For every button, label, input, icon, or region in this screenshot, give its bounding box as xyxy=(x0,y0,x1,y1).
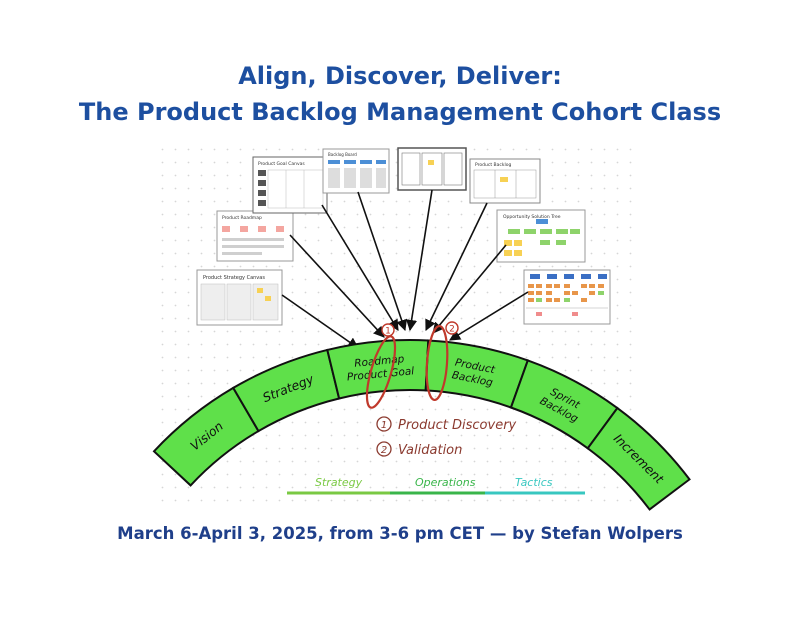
thumbnail-product-roadmap: Product Roadmap xyxy=(216,210,294,262)
thumbnail-title: Product Goal Canvas xyxy=(258,161,305,167)
page-title: Align, Discover, Deliver: The Product Ba… xyxy=(0,58,800,130)
thumbnail-title: Product Roadmap xyxy=(222,215,262,221)
title-line-1: Align, Discover, Deliver: xyxy=(238,62,562,90)
legend-item-validation: 2 Validation xyxy=(376,441,462,458)
timeline-label-operations: Operations xyxy=(415,476,476,489)
thumbnail-title: Opportunity Solution Tree xyxy=(503,214,561,220)
thumbnail-story-map xyxy=(523,269,611,325)
timeline-label-tactics: Tactics xyxy=(515,476,553,489)
svg-text:2: 2 xyxy=(449,325,455,335)
thumbnail-backlog-board: Backlog Board xyxy=(322,148,390,194)
event-details: March 6-April 3, 2025, from 3-6 pm CET —… xyxy=(117,524,683,543)
timeline: Strategy Operations Tactics xyxy=(287,476,585,495)
marker-1: 1 xyxy=(381,323,395,337)
legend-item-discovery: 1 Product Discovery xyxy=(376,416,517,433)
svg-text:2: 2 xyxy=(381,445,387,456)
legend: 1 Product Discovery 2 Validation xyxy=(376,416,517,458)
thumbnail-product-goal-canvas: Product Goal Canvas xyxy=(252,156,328,214)
thumbnail-title: Product Strategy Canvas xyxy=(203,275,265,281)
highlight-discovery xyxy=(365,335,397,409)
thumbnail-title: Backlog Board xyxy=(328,152,357,157)
thumbnail-product-strategy-canvas: Product Strategy Canvas xyxy=(196,269,283,326)
thumbnail-product-backlog xyxy=(397,147,467,191)
svg-text:1: 1 xyxy=(385,327,391,337)
thumbnail-opportunity-solution-tree: Opportunity Solution Tree xyxy=(496,209,586,263)
svg-text:Product Discovery: Product Discovery xyxy=(398,418,517,433)
highlight-validation xyxy=(425,324,449,402)
marker-2: 2 xyxy=(445,321,459,335)
timeline-label-strategy: Strategy xyxy=(315,476,363,489)
svg-text:1: 1 xyxy=(381,420,387,431)
svg-text:Validation: Validation xyxy=(398,443,462,458)
thumbnail-title: Product Backlog xyxy=(475,162,511,168)
thumbnail-sprint-board: Product Backlog xyxy=(469,158,541,204)
arc-segment xyxy=(586,406,691,511)
title-line-2: The Product Backlog Management Cohort Cl… xyxy=(78,98,722,126)
connector-arrows xyxy=(281,189,529,349)
